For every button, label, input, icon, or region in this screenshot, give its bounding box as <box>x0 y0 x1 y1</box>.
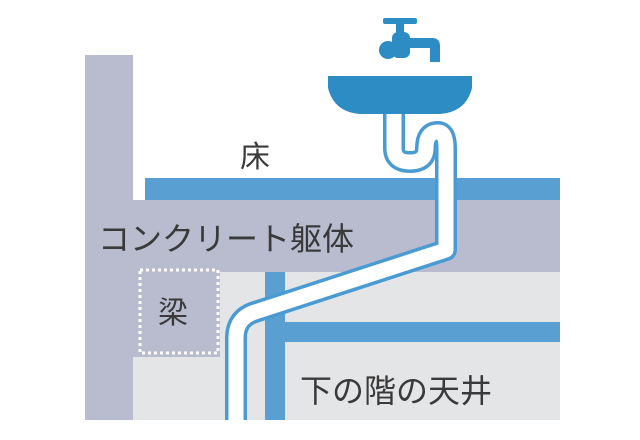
drain-pipe <box>228 108 454 420</box>
concrete-slab <box>85 200 560 272</box>
beam <box>132 265 220 357</box>
ceiling-band-horizontal <box>265 322 560 342</box>
ceiling-label: 下の階の天井 <box>300 372 492 410</box>
floor-band <box>145 178 560 200</box>
faucet-icon <box>379 18 440 62</box>
sink-basin-icon <box>328 76 472 114</box>
concrete-label: コンクリート躯体 <box>98 220 354 258</box>
beam-label: 梁 <box>158 296 188 331</box>
floor-label: 床 <box>240 140 270 175</box>
beam-dotted-outline <box>138 268 220 355</box>
